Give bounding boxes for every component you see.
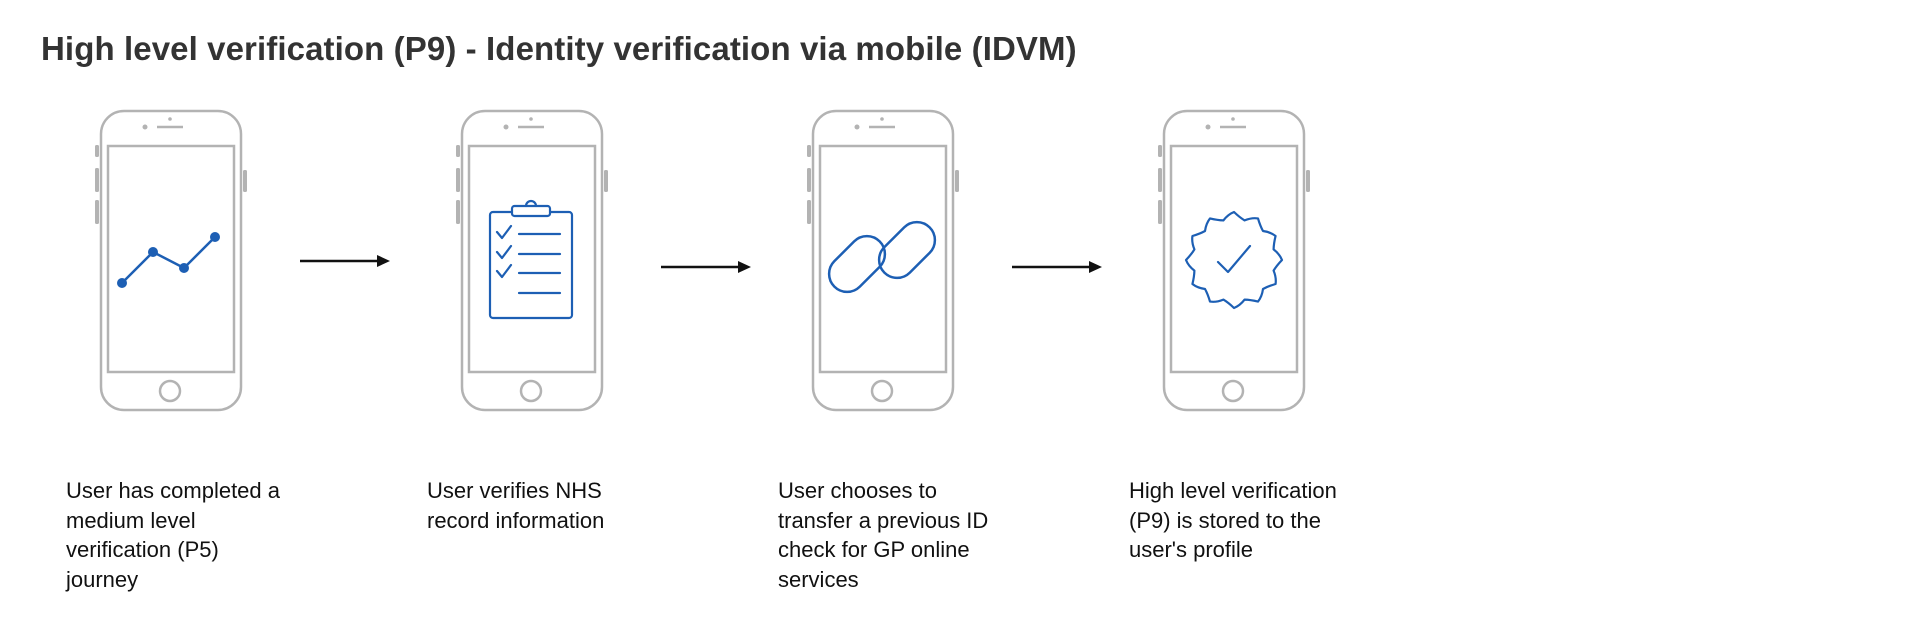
step-1-caption: User has completed a medium level verifi… xyxy=(66,478,280,592)
step-4-caption: High level verification (P9) is stored t… xyxy=(1129,478,1337,562)
step-3-phone xyxy=(807,108,959,414)
arrow-3-to-4 xyxy=(1012,259,1104,275)
verified-badge-icon xyxy=(1184,210,1284,310)
step-2-phone xyxy=(456,108,608,414)
clipboard-checklist-icon xyxy=(488,199,574,320)
arrow-2-to-3 xyxy=(661,259,753,275)
page-title: High level verification (P9) - Identity … xyxy=(41,30,1077,67)
step-2-caption: User verifies NHS record information xyxy=(427,478,605,533)
link-icon xyxy=(827,220,937,294)
step-4-phone xyxy=(1158,108,1310,414)
step-1-phone xyxy=(95,108,247,414)
step-3-caption: User chooses to transfer a previous ID c… xyxy=(778,478,989,592)
arrow-1-to-2 xyxy=(300,253,392,269)
line-chart-icon xyxy=(117,232,220,288)
